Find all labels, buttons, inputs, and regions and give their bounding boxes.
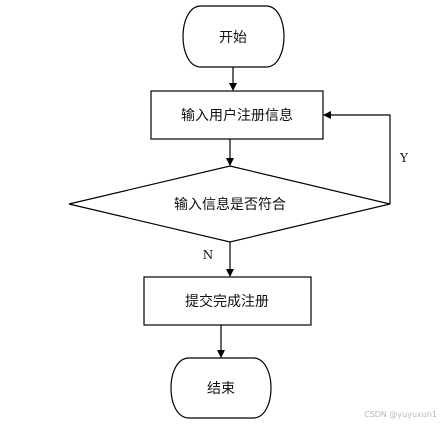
input-registration-box — [150, 90, 324, 140]
edge-yes-loop — [323, 111, 391, 204]
start-node: 开始 — [182, 5, 285, 68]
check-input-label: 输入信息是否符合 — [174, 196, 286, 213]
end-terminator-shape — [170, 357, 272, 419]
end-label: 结束 — [207, 381, 235, 397]
start-terminator-shape — [182, 5, 285, 68]
input-registration-label: 输入用户注册信息 — [181, 107, 293, 124]
submit-complete-label: 提交完成注册 — [185, 293, 269, 310]
submit-complete-node: 提交完成注册 — [143, 276, 312, 326]
check-input-node: 输入信息是否符合 — [68, 165, 391, 243]
watermark-text: CSDN @yuyuxun1 — [364, 410, 437, 419]
submit-complete-box — [143, 276, 312, 326]
edge-no-label: N — [203, 248, 214, 262]
edge-yes-label: Y — [399, 151, 409, 165]
input-registration-node: 输入用户注册信息 — [150, 90, 324, 140]
start-label: 开始 — [219, 30, 247, 46]
end-node: 结束 — [170, 357, 272, 419]
